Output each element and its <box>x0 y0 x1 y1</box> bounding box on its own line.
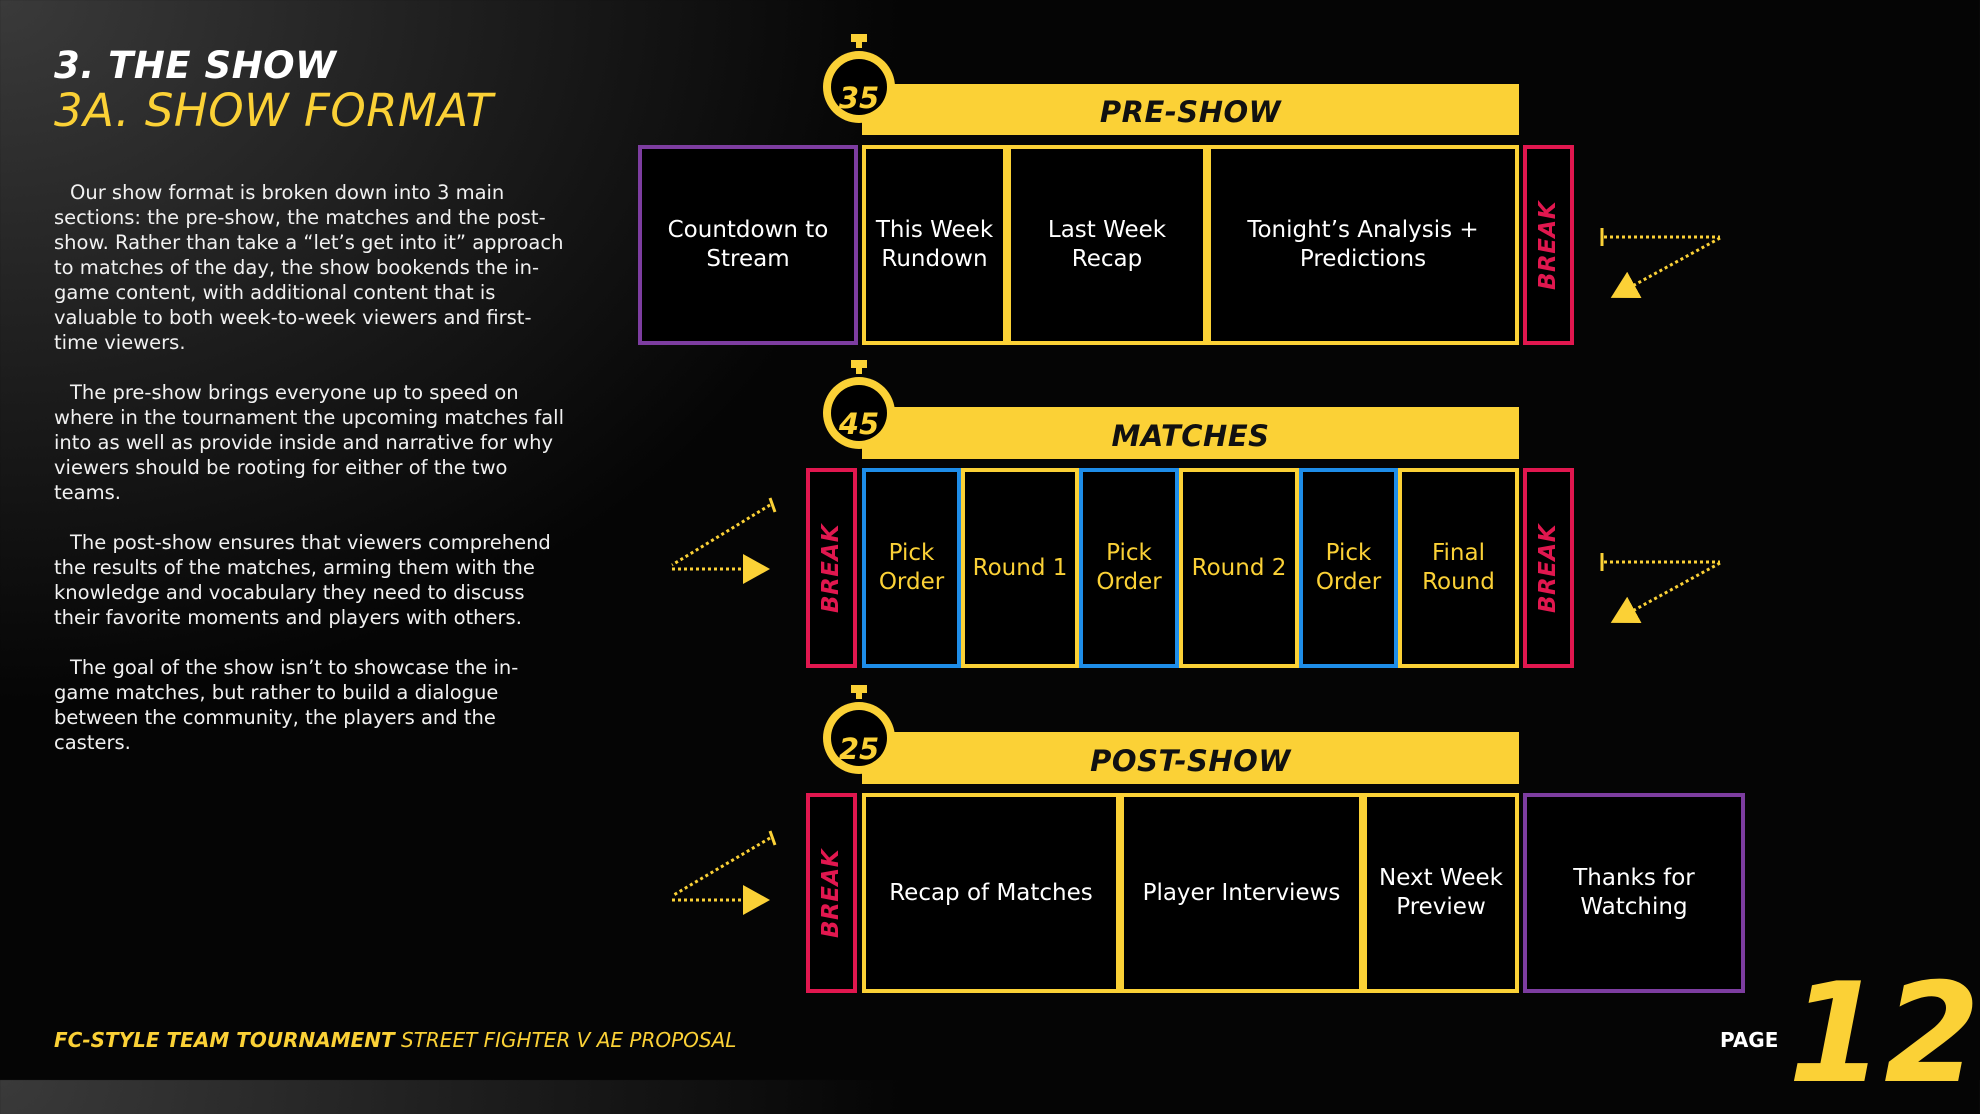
footer-caption: FC-STYLE TEAM TOURNAMENT STREET FIGHTER … <box>54 1028 736 1052</box>
preshow-block: Countdown to Stream <box>638 145 858 345</box>
break-block: BREAK <box>1523 145 1574 345</box>
stopwatch-icon: 35 <box>820 34 898 126</box>
page-number: 12 <box>1788 953 1980 1114</box>
stopwatch-icon: 25 <box>820 685 898 777</box>
matches-block: Pick Order <box>1079 468 1179 668</box>
intro-paragraph: The post-show ensures that viewers compr… <box>54 531 551 629</box>
preshow-block: Last Week Recap <box>1007 145 1207 345</box>
postshow-block: Thanks for Watching <box>1523 793 1745 993</box>
section-title: 3. THE SHOW <box>54 44 337 87</box>
intro-paragraph: The goal of the show isn’t to showcase t… <box>54 656 519 754</box>
matches-block: Final Round <box>1398 468 1519 668</box>
break-block: BREAK <box>1523 468 1574 668</box>
matches-banner: MATCHES <box>862 407 1519 459</box>
arrow-tick <box>768 497 777 513</box>
arrow-diagonal <box>671 836 771 898</box>
matches-block: Round 1 <box>961 468 1079 668</box>
postshow-title: POST-SHOW <box>1090 744 1291 778</box>
arrow-diagonal <box>1610 236 1721 299</box>
flow-arrows <box>671 228 1721 915</box>
preshow-banner: PRE-SHOW <box>862 84 1519 135</box>
postshow-block: Next Week Preview <box>1363 793 1519 993</box>
page-label: PAGE <box>1720 1028 1779 1052</box>
intro-paragraph: Our show format is broken down into 3 ma… <box>54 181 564 354</box>
arrow-diagonal <box>671 503 771 567</box>
break-block: BREAK <box>806 468 857 668</box>
break-block: BREAK <box>806 793 857 993</box>
stopwatch-icon: 45 <box>820 360 898 452</box>
footer-normal: STREET FIGHTER V AE PROPOSAL <box>394 1028 737 1052</box>
arrow-tick <box>768 830 777 846</box>
arrow-diagonal <box>1610 561 1721 624</box>
preshow-title: PRE-SHOW <box>1099 95 1282 129</box>
matches-title: MATCHES <box>1111 419 1270 453</box>
postshow-block: Recap of Matches <box>862 793 1120 993</box>
intro-text: Our show format is broken down into 3 ma… <box>54 180 564 780</box>
preshow-block: This Week Rundown <box>862 145 1007 345</box>
matches-block: Pick Order <box>1299 468 1398 668</box>
matches-block: Pick Order <box>862 468 961 668</box>
postshow-banner: POST-SHOW <box>862 732 1519 784</box>
intro-paragraph: The pre-show brings everyone up to speed… <box>54 381 564 504</box>
postshow-block: Player Interviews <box>1120 793 1363 993</box>
matches-timer-value: 45 <box>838 407 880 441</box>
postshow-timer-value: 25 <box>838 732 880 766</box>
matches-block: Round 2 <box>1179 468 1299 668</box>
footer-bold: FC-STYLE TEAM TOURNAMENT <box>54 1028 395 1052</box>
preshow-block: Tonight’s Analysis + Predictions <box>1207 145 1519 345</box>
preshow-timer-value: 35 <box>838 81 880 115</box>
section-subtitle: 3A. SHOW FORMAT <box>54 84 494 137</box>
